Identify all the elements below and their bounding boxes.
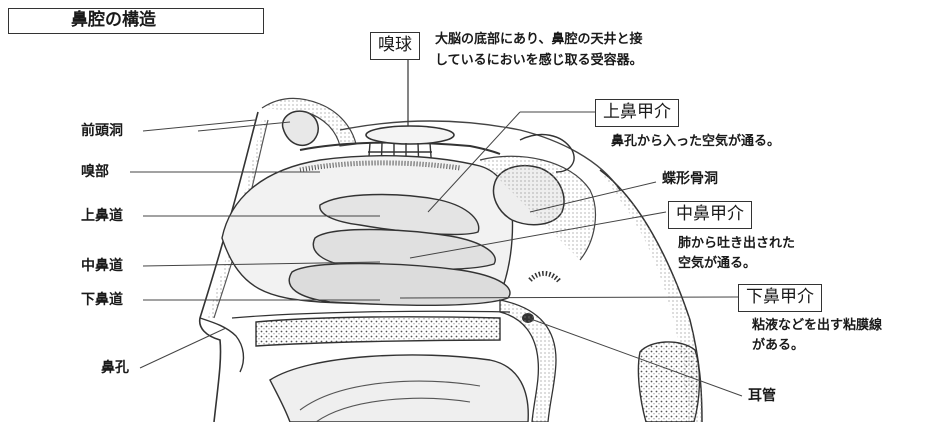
eustachian-tube-label: 耳管	[748, 388, 776, 404]
skull-front-bone	[261, 97, 357, 147]
leader-lines	[130, 111, 743, 397]
sphenoid-sinus-label: 蝶形骨洞	[662, 171, 718, 187]
sphenoid-bone	[479, 155, 597, 261]
superior-concha-desc: 鼻孔から入った空気が通る。	[611, 134, 781, 149]
sella-outline	[519, 133, 575, 173]
adenoid-fringe	[528, 271, 562, 284]
diagram-title: 鼻腔の構造	[8, 8, 264, 34]
tongue-shape	[269, 354, 529, 422]
inferior-concha-desc-2: がある。	[752, 338, 805, 353]
inferior-concha-label: 下鼻甲介	[738, 284, 822, 312]
olfactory-region-label: 嗅部	[81, 164, 109, 180]
frontal-sinus-shape	[281, 110, 319, 147]
vertebra-shape	[637, 341, 701, 422]
face-profile	[198, 111, 259, 422]
inferior-meatus-label: 下鼻道	[81, 292, 123, 308]
olfactory-bulb-label: 嗅球	[370, 32, 420, 60]
middle-concha-desc-2: 空気が通る。	[678, 256, 757, 271]
superior-meatus-label: 上鼻道	[81, 208, 123, 224]
soft-palate	[499, 299, 557, 422]
nostril-label: 鼻孔	[101, 360, 129, 376]
olfactory-mucosa	[299, 160, 461, 173]
superior-concha-shape	[319, 193, 480, 236]
middle-meatus-label: 中鼻道	[81, 258, 123, 274]
hard-palate	[255, 316, 501, 347]
olfactory-bulb-desc-1: 大脳の底部にあり、鼻腔の天井と接	[435, 32, 643, 47]
palate-upper-line	[231, 310, 511, 319]
tongue-inner-lines	[299, 380, 481, 422]
nostril-region	[199, 317, 245, 373]
olfactory-bulb-shape	[365, 125, 455, 145]
olfactory-bulb-desc-2: しているにおいを感じ取る受容器。	[435, 53, 643, 68]
middle-concha-desc-1: 肺から吐き出された	[678, 236, 796, 251]
frontal-sinus-label: 前頭洞	[81, 123, 123, 139]
cribriform-plate	[299, 141, 501, 155]
skull-base-upper	[339, 120, 621, 191]
middle-concha-label: 中鼻甲介	[668, 201, 752, 229]
inferior-concha-desc-1: 粘液などを出す粘膜線	[752, 318, 883, 333]
superior-concha-label: 上鼻甲介	[595, 99, 679, 127]
